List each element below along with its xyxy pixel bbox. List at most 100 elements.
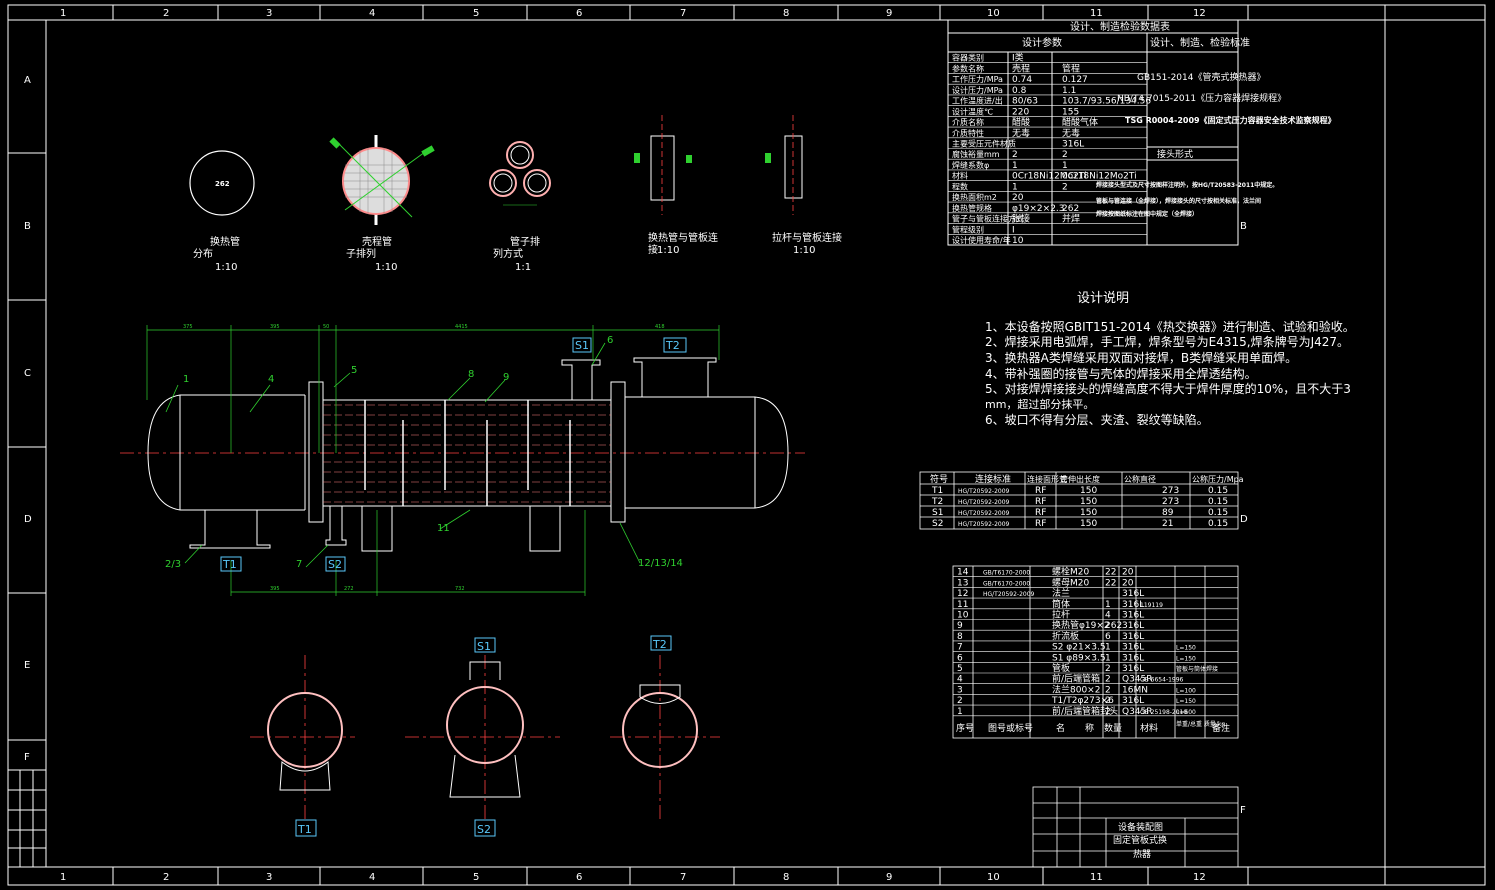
- view-scale: 1:1: [515, 262, 531, 273]
- view-scale: 1:10: [215, 262, 237, 273]
- row-label: B: [24, 221, 31, 232]
- design-table-cell: 316L: [1062, 140, 1084, 150]
- note-line: 4、带补强圈的接管与壳体的焊接采用全焊透结构。: [985, 366, 1257, 381]
- design-table-cell: 2: [1012, 150, 1018, 160]
- row-label: B: [1240, 221, 1247, 232]
- nozzle-cell: T1: [931, 486, 943, 496]
- part-number: 7: [296, 559, 302, 570]
- part-number: 11: [437, 523, 450, 534]
- bom-cell: L=100: [1176, 687, 1196, 694]
- nozzle-cell: T2: [931, 497, 943, 507]
- dim-label: 50: [323, 324, 329, 330]
- col-label: 7: [680, 8, 686, 19]
- nozzle-header: 公称直径: [1124, 474, 1156, 484]
- design-notes-title: 设计说明: [1077, 291, 1129, 306]
- col-label: 9: [886, 872, 892, 883]
- bom-cell: 316L: [1122, 589, 1144, 599]
- title-line: 固定管板式换: [1113, 834, 1167, 846]
- col-label: 4: [369, 8, 375, 19]
- view-shell-tube-arrangement: 壳程管 子排列 1:10: [329, 135, 435, 273]
- nozzle-tag: S2: [328, 558, 342, 571]
- nozzle-tag: T2: [665, 339, 680, 352]
- nozzle-header: 连接面形式: [1027, 474, 1067, 484]
- view-label: 接: [648, 243, 658, 256]
- bom-cell: 119119: [1140, 602, 1163, 609]
- col-label: 1: [60, 872, 66, 883]
- nozzle-cell: S2: [932, 519, 943, 529]
- dim-label: 418: [655, 324, 665, 330]
- design-table-cell: 管程级别: [952, 224, 984, 234]
- nozzle-header: 公称压力/Mpa: [1192, 474, 1244, 484]
- col-label: 6: [576, 872, 582, 883]
- part-number: 4: [268, 374, 274, 385]
- bom-cell: 6: [1105, 632, 1111, 642]
- note-line: 2、焊接采用电弧焊，手工焊，焊条型号为E4315,焊条牌号为J427。: [985, 334, 1349, 349]
- bom-cell: 316L: [1122, 600, 1144, 610]
- nozzle-header: 管伸出长度: [1060, 474, 1100, 484]
- nozzle-cell: RF: [1035, 497, 1046, 507]
- bom-cell: 1: [1105, 600, 1111, 610]
- nozzle-cell: HG/T20592-2009: [958, 510, 1010, 517]
- design-table-cell: 0Cr18Ni12Mo2Ti: [1062, 172, 1137, 182]
- col-label: 8: [783, 872, 789, 883]
- nozzle-cell: HG/T20592-2009: [958, 521, 1010, 528]
- bom-cell: 12: [957, 589, 968, 599]
- design-table-cell: 1: [1012, 182, 1018, 192]
- design-table-cell: 无毒: [1012, 127, 1030, 139]
- design-table-cell: 程数: [952, 181, 968, 191]
- bom-cell: S1 φ89×3.5: [1052, 653, 1106, 663]
- drawing-frame: [7, 4, 1486, 886]
- design-table-cell: 80/63: [1012, 97, 1038, 107]
- design-table-cell: 介质名称: [952, 117, 984, 127]
- col-label: 11: [1090, 872, 1103, 883]
- design-notes: 设计说明 1、本设备按照GBIT151-2014《热交换器》进行制造、试验和验收…: [985, 291, 1355, 427]
- view-scale: 1:10: [375, 262, 397, 273]
- design-table-cell: φ19×2×2.3: [1012, 204, 1065, 214]
- design-table-cell: 2: [1062, 182, 1068, 192]
- bom-cell: 5: [957, 664, 963, 674]
- design-table-cell: 工作压力/MPa: [952, 74, 1003, 84]
- bom-cell: 1: [1105, 643, 1111, 653]
- design-table-title: 设计、制造检验数据表: [1070, 20, 1170, 33]
- bom-cell: 前/后端管箱: [1052, 673, 1100, 685]
- col-label: 2: [163, 8, 169, 19]
- nozzle-cell: 150: [1080, 486, 1097, 496]
- nozzle-cell: 273: [1162, 486, 1179, 496]
- bom-cell: 2: [1105, 685, 1111, 695]
- bom-cell: 2: [1105, 707, 1111, 717]
- bom-cell: 316L: [1122, 632, 1144, 642]
- bom-cell: 10: [957, 611, 969, 621]
- bom-cell: 2: [1105, 664, 1111, 674]
- row-label: D: [1240, 514, 1248, 525]
- bom-cell: 8: [957, 632, 963, 642]
- standard-1: GB151-2014《管壳式换热器》: [1137, 71, 1265, 83]
- title-line: 设备装配图: [1118, 821, 1163, 833]
- view-label: 子排列: [346, 247, 376, 260]
- nozzle-cell: 89: [1162, 508, 1174, 518]
- row-label: F: [1240, 805, 1246, 816]
- design-table-cell: 管子与管板连接方式: [952, 214, 1024, 224]
- bom-cell: 13: [957, 578, 968, 588]
- bom-header: 材料: [1140, 722, 1158, 734]
- bom-cell: 11: [957, 600, 968, 610]
- nozzle-cell: 150: [1080, 519, 1097, 529]
- weld-note-3: 焊接按图纸标注在图中规定（全焊接）: [1096, 210, 1198, 218]
- design-table-cell: 容器类别: [952, 53, 984, 63]
- bom-cell: 262: [1105, 621, 1122, 631]
- bom-cell: 螺栓M20: [1052, 566, 1089, 578]
- bom-cell: 14: [957, 568, 969, 578]
- bom-cell: 筒体: [1052, 598, 1070, 610]
- row-label: E: [24, 660, 30, 671]
- bom-cell: 折流板: [1052, 630, 1079, 642]
- bom-cell: 4: [957, 675, 963, 685]
- view-scale: 1:10: [793, 245, 815, 256]
- note-line: 1、本设备按照GBIT151-2014《热交换器》进行制造、试验和验收。: [985, 319, 1355, 334]
- row-label: C: [24, 368, 31, 379]
- nozzle-tag: T1: [222, 558, 237, 571]
- nozzle-cell: RF: [1035, 519, 1046, 529]
- nozzle-tag: S1: [575, 339, 589, 352]
- view-label: 壳程管: [362, 235, 392, 248]
- design-table-cell: 2: [1062, 150, 1068, 160]
